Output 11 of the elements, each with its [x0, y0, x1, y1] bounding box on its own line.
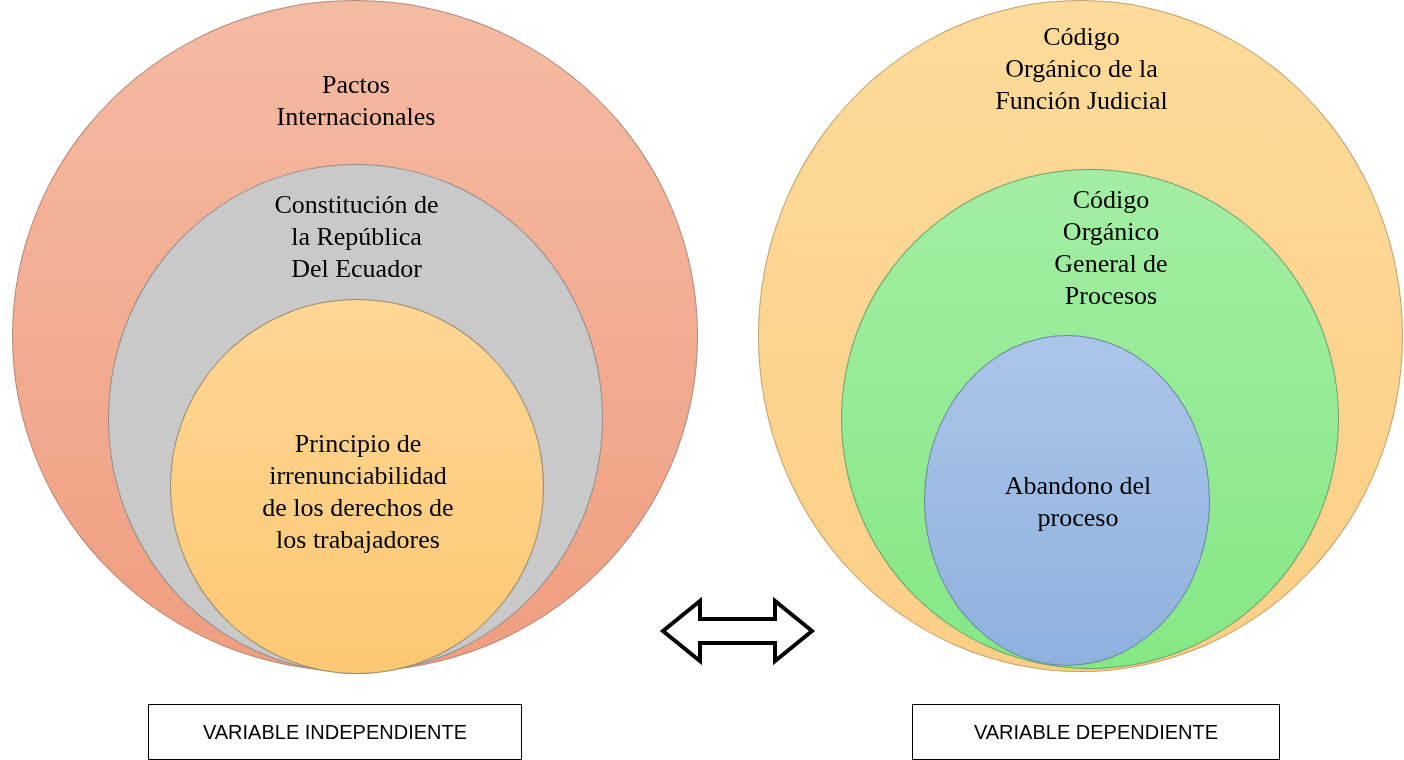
label-box	[148, 704, 522, 760]
circle-label: Código Orgánico de la Función Judicial	[994, 21, 1169, 117]
label-box	[912, 704, 1280, 760]
double-arrow	[659, 596, 816, 666]
circle-label: Código Orgánico General de Procesos	[1053, 184, 1169, 312]
circle-label: Constitución de la República Del Ecuador	[274, 189, 439, 285]
circle-label: Principio de irrenunciabilidad de los derechos de los trabajadores	[261, 428, 455, 556]
variable-label: VARIABLE INDEPENDIENTE	[202, 720, 468, 745]
circle-label: Abandono del proceso	[1003, 470, 1153, 534]
variable-label: VARIABLE DEPENDIENTE	[973, 720, 1219, 745]
circle-label: Pactos Internacionales	[275, 69, 437, 133]
